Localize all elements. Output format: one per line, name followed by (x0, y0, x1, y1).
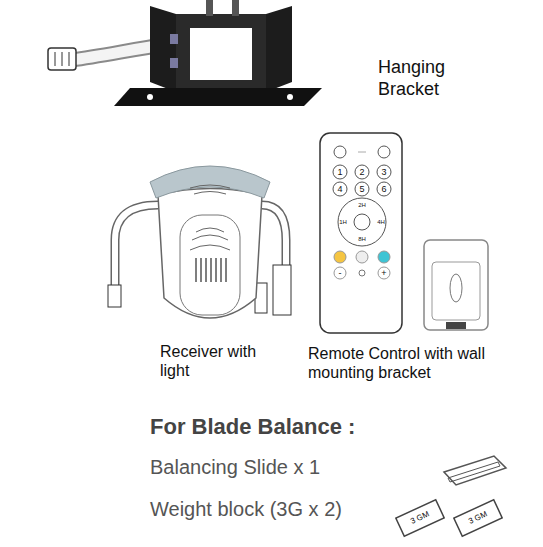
bracket-clip (446, 322, 466, 329)
bracket-back (176, 14, 266, 92)
plug-pin (62, 52, 63, 66)
plug-pin (69, 52, 70, 66)
bracket-side (150, 6, 176, 92)
button-number: 1 (337, 168, 342, 177)
plug-pin (55, 52, 56, 66)
button-number: 3 (381, 168, 386, 177)
receiver-wire-outline (115, 205, 158, 290)
receiver-grille (196, 258, 226, 282)
bracket-bolt (170, 34, 178, 44)
part-name: Remote Control with wall mounting bracke… (308, 344, 540, 382)
timer-label: 1H (339, 219, 347, 225)
button-number: 4 (337, 185, 342, 194)
vent-slit (190, 185, 230, 188)
button-number: 6 (381, 185, 386, 194)
vent-slit (196, 228, 224, 232)
receiver-body (158, 189, 262, 319)
weight-block (454, 500, 502, 537)
cool-light-button (378, 251, 390, 263)
neutral-light-button (356, 251, 368, 263)
bracket-screw (206, 0, 213, 16)
remote-indicator (358, 152, 366, 153)
dim-button (334, 267, 346, 279)
center-button (354, 214, 370, 230)
vent-slit (192, 235, 228, 240)
light-button (378, 146, 390, 158)
vent-slit (190, 245, 230, 250)
section-heading: For Blade Balance : (150, 414, 355, 440)
timer-ring (338, 198, 386, 246)
bracket-side (266, 6, 292, 92)
balancing-slide (444, 456, 506, 485)
fan-button (334, 146, 346, 158)
vent-slit (194, 192, 226, 195)
cable-plug (48, 48, 76, 70)
remote-body (320, 133, 402, 333)
receiver-connector (108, 285, 121, 307)
bracket-screw (232, 0, 239, 16)
bright-button (378, 267, 390, 279)
bracket-opening (190, 28, 252, 80)
warm-light-button (334, 251, 346, 263)
part-quantity: Weight block (3G x 2) (150, 497, 342, 521)
timer-label: 4H (377, 219, 385, 225)
wall-bracket-recess (432, 262, 480, 320)
receiver-wire (262, 205, 286, 268)
button-number: 5 (359, 185, 364, 194)
weight-block (396, 500, 444, 537)
timer-label: 2H (358, 202, 366, 208)
flange-hole (147, 94, 153, 100)
part-name: Hanging Bracket (378, 57, 488, 100)
slide-slot (448, 462, 500, 482)
bracket-bolt (170, 58, 178, 68)
light-dome (150, 166, 270, 198)
button-symbol: + (381, 269, 386, 278)
receiver-wire (115, 205, 158, 290)
bracket-flange (114, 88, 322, 106)
button-symbol: - (339, 269, 342, 278)
number-buttons (333, 165, 391, 196)
part-name: Receiver with light (160, 342, 260, 380)
flange-hole (287, 94, 293, 100)
button-number: 2 (359, 168, 364, 177)
part-quantity: Balancing Slide x 1 (150, 455, 320, 479)
screw-slot (450, 274, 462, 302)
wall-bracket (424, 240, 488, 330)
brightness-icon (359, 270, 365, 276)
receiver-wire-outline (262, 205, 286, 268)
timer-label: 8H (358, 236, 366, 242)
receiver-connector (273, 265, 291, 315)
receiver-panel (180, 215, 240, 315)
